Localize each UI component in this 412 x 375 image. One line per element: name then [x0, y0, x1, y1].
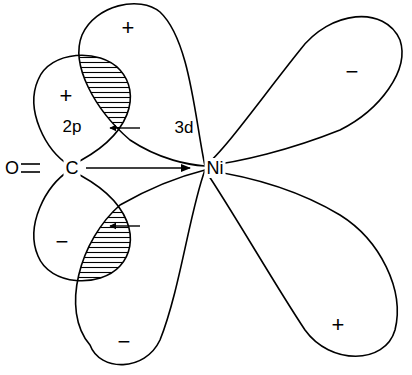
phase-sign: +	[332, 314, 345, 336]
phase-sign: −	[346, 61, 359, 83]
d-orbital-lobe	[79, 4, 205, 166]
orbital-label: 3d	[175, 119, 194, 136]
atom-symbol: C	[64, 158, 81, 178]
donation-arrow	[86, 167, 190, 169]
d-orbital-lobe	[205, 170, 397, 356]
phase-sign: −	[118, 331, 131, 353]
double-bond	[21, 171, 40, 173]
d-orbital-lobe	[205, 17, 402, 166]
back-donation-arrow	[110, 225, 140, 226]
phase-sign: +	[122, 17, 135, 39]
phase-sign: +	[60, 85, 73, 107]
phase-sign: −	[56, 231, 69, 253]
back-donation-arrow	[110, 127, 140, 128]
orbital-label: 2p	[63, 118, 82, 135]
overlap-hatch	[76, 170, 205, 365]
atom-symbol: O	[3, 158, 21, 178]
d-orbital-lobe	[76, 170, 205, 365]
atom-symbol: Ni	[205, 158, 226, 178]
double-bond	[21, 163, 40, 165]
overlap-hatch	[79, 4, 205, 166]
p-orbital-lobe	[34, 55, 130, 166]
